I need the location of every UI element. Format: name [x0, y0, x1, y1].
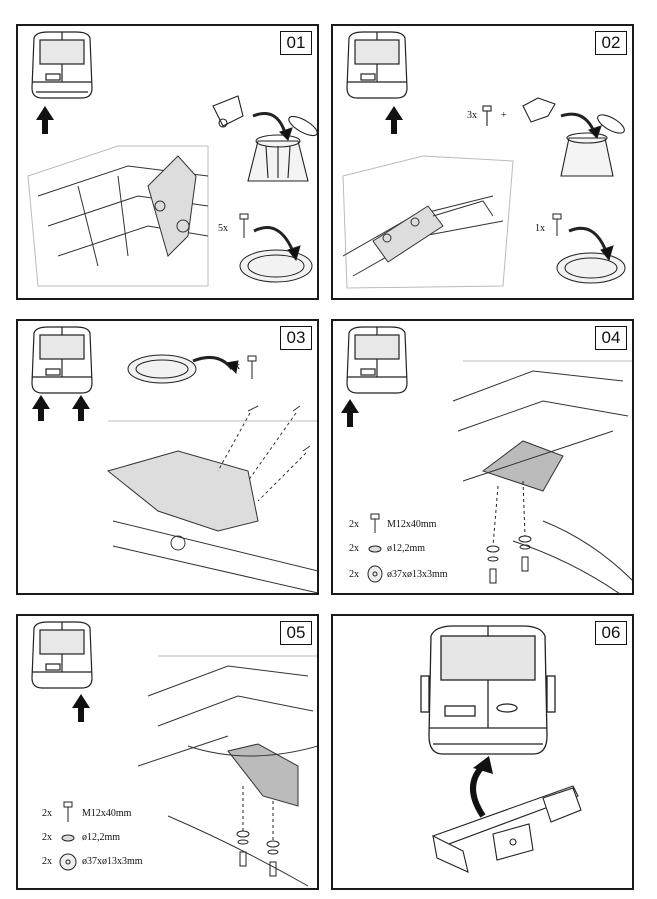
bolt-quantity-label: 5x [218, 223, 228, 234]
chassis-drawing [106, 405, 317, 593]
step-06-illustration [420, 625, 582, 873]
hardware-stack [486, 480, 532, 584]
arrow-icon [72, 694, 90, 722]
step-panel-02: 02 [331, 24, 634, 300]
part-qty: 2x [349, 569, 359, 580]
chassis-drawing [452, 360, 632, 593]
van-rear-large [420, 625, 556, 755]
part-desc: ø37xø13x3mm [387, 569, 448, 580]
bolt-quantity-label: 3x [230, 361, 240, 372]
step-03-illustration [31, 326, 317, 593]
step-panel-05: 05 [16, 614, 319, 890]
part-desc: M12x40mm [387, 519, 437, 530]
arrow-icon [72, 395, 90, 421]
step-panel-01: 01 [16, 24, 319, 300]
bolt-tray [552, 213, 626, 284]
tow-bar-drawing [432, 785, 582, 873]
bolt-quantity-label: 3x [467, 110, 477, 121]
part-desc: M12x40mm [82, 808, 132, 819]
parts-legend-icons [59, 801, 77, 871]
step-number: 03 [280, 326, 312, 350]
parts-legend-icons [367, 513, 383, 583]
arrow-icon [36, 106, 54, 134]
chassis-drawing [27, 145, 209, 287]
part-qty: 2x [349, 519, 359, 530]
hardware-stack [236, 786, 280, 877]
bolt-tray [127, 354, 257, 384]
step-panel-04: 04 [331, 319, 634, 595]
step-number: 01 [280, 31, 312, 55]
step-number: 04 [595, 326, 627, 350]
part-qty: 2x [42, 832, 52, 843]
part-qty: 2x [42, 808, 52, 819]
step-number: 06 [595, 621, 627, 645]
part-desc: ø12,2mm [82, 832, 121, 843]
step-05-illustration [31, 621, 317, 887]
chassis-drawing [137, 655, 317, 887]
chassis-drawing [342, 155, 514, 289]
step-panel-03: 03 [16, 319, 319, 595]
step-number: 02 [595, 31, 627, 55]
bolts-tray [239, 213, 313, 283]
arrow-icon [32, 395, 50, 421]
step-number: 05 [280, 621, 312, 645]
van-rear-thumbnail [31, 621, 93, 689]
bracket-discard [482, 97, 625, 177]
curved-arrow-icon [470, 763, 486, 818]
step-04-illustration [341, 326, 632, 593]
plus-label: + [501, 110, 507, 121]
part-qty: 2x [42, 856, 52, 867]
step-01-illustration [27, 31, 317, 287]
arrow-head-icon [473, 756, 493, 774]
van-rear-thumbnail [31, 31, 93, 99]
arrow-icon [341, 399, 359, 427]
part-qty: 2x [349, 543, 359, 554]
van-rear-thumbnail [346, 31, 408, 99]
bracket-discard [212, 95, 317, 182]
van-rear-thumbnail [346, 326, 408, 394]
step-02-illustration [342, 31, 626, 289]
part-desc: ø37xø13x3mm [82, 856, 143, 867]
bolt-quantity-label-2: 1x [535, 223, 545, 234]
part-desc: ø12,2mm [387, 543, 426, 554]
step-panel-06: 06 [331, 614, 634, 890]
van-rear-thumbnail [31, 326, 93, 394]
arrow-icon [385, 106, 403, 134]
